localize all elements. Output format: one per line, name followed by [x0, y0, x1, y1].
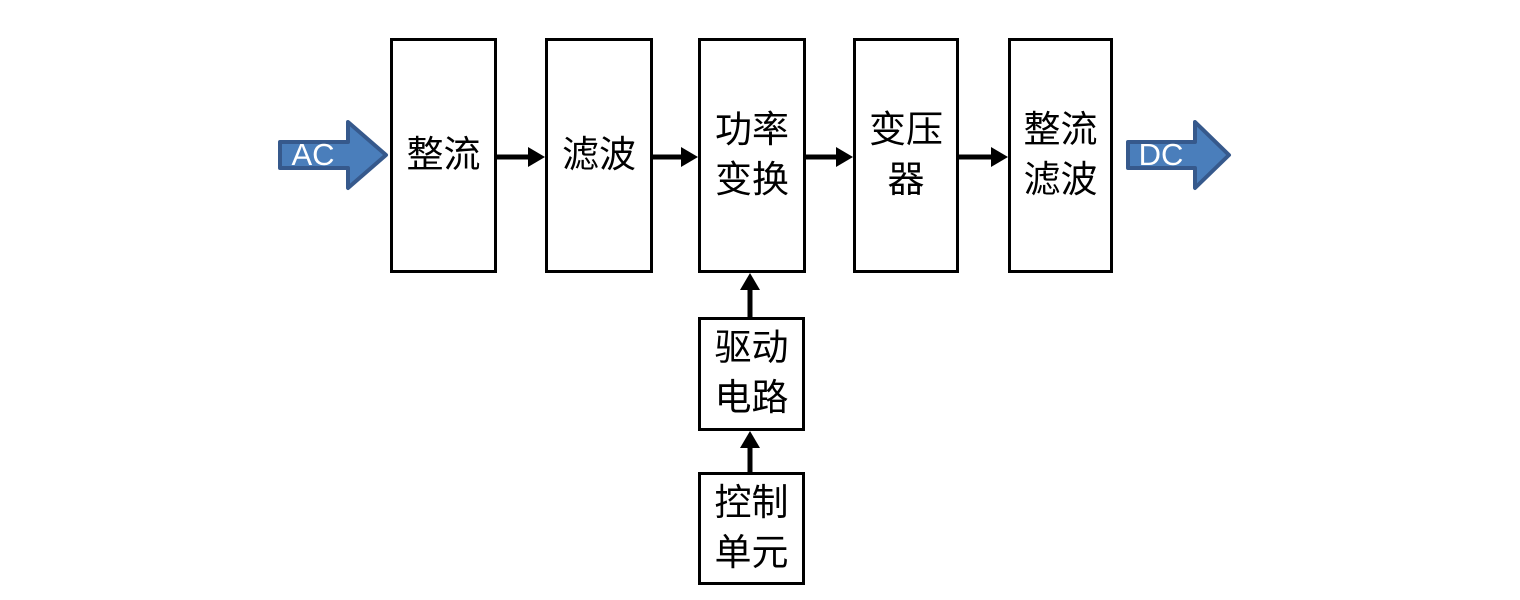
- arrow-head-icon: [528, 147, 545, 167]
- block-label-line: 变压: [869, 109, 943, 151]
- arrow-head-icon: [836, 147, 853, 167]
- arrow-shape: [278, 120, 388, 190]
- arrow-shaft: [747, 286, 753, 318]
- block-rectifier: 整流: [390, 38, 497, 273]
- arrow-head-icon: [740, 273, 760, 290]
- block-label-line: 整流: [1023, 109, 1098, 151]
- arrow-shape: [1126, 120, 1231, 190]
- arrow-head-icon: [740, 431, 760, 448]
- block-label-line: 驱动: [714, 328, 789, 369]
- block-label-line: 整流: [406, 134, 481, 176]
- arrow-drive-circuit-to-power-conversion: [740, 273, 760, 318]
- arrow-shaft: [959, 154, 993, 160]
- arrow-shaft: [806, 154, 838, 160]
- block-label-line: 单元: [714, 532, 789, 574]
- block-label-line: 滤波: [1023, 159, 1098, 201]
- block-drive-circuit: 驱动 电路: [698, 317, 805, 431]
- block-label-line: 滤波: [562, 134, 636, 176]
- arrow-shaft: [653, 154, 683, 160]
- arrow-power-conversion-to-transformer: [806, 147, 853, 167]
- arrow-filter-to-power-conversion: [653, 147, 698, 167]
- arrow-head-icon: [681, 147, 698, 167]
- block-label-line: 控制: [714, 482, 789, 524]
- arrow-rectifier-to-filter: [497, 147, 545, 167]
- arrow-control-unit-to-drive-circuit: [740, 431, 760, 473]
- dc-label: DC: [1138, 137, 1184, 172]
- block-filter: 滤波: [545, 38, 653, 273]
- arrow-head-icon: [991, 147, 1008, 167]
- block-power-conversion: 功率 变换: [698, 38, 806, 273]
- block-transformer: 变压 器: [853, 38, 959, 273]
- block-label-line: 电路: [714, 378, 789, 419]
- dc-output-arrow: DC: [1125, 117, 1233, 193]
- block-label-line: 器: [887, 159, 925, 201]
- block-label-line: 功率: [715, 109, 789, 151]
- right-block-arrow-icon: [1126, 120, 1231, 190]
- ac-input-arrow: AC: [277, 117, 390, 193]
- ac-label: AC: [291, 137, 335, 172]
- arrow-shaft: [747, 444, 753, 473]
- arrow-transformer-to-rectifier-filter: [959, 147, 1008, 167]
- block-label-line: 变换: [715, 159, 789, 201]
- block-rectifier-filter: 整流 滤波: [1008, 38, 1113, 273]
- right-block-arrow-icon: [278, 120, 388, 190]
- arrow-shaft: [497, 154, 530, 160]
- block-control-unit: 控制 单元: [698, 472, 805, 585]
